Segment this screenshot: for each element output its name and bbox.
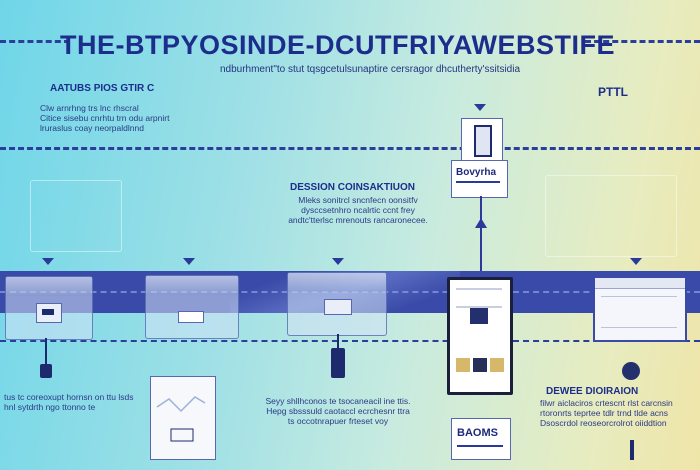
bg-sketch-left bbox=[30, 180, 122, 252]
page-subtitle: ndburhment"to stut tqsgcetulsunaptire ce… bbox=[219, 64, 521, 75]
bottom-right-body: filwr aiclaciros crtescnt rlst carcnsin … bbox=[540, 398, 673, 428]
page-title: THE-BTPYOSINDE-DCUTFRIYAWEBSTIFE bbox=[60, 30, 616, 60]
center-section-body: Mleks sonitrcl sncnfecn oonsitfv dysccse… bbox=[288, 195, 428, 225]
bottom-right-post bbox=[630, 440, 634, 460]
phone-thumb-icons bbox=[456, 358, 504, 372]
monitor-lines bbox=[601, 296, 677, 328]
center-section-title: DESSION COINSAKTIUON bbox=[290, 182, 416, 193]
left-section-body: Clw arnrhng trs lnc rhscral Citice siseb… bbox=[40, 103, 170, 133]
top-node-label: Bovyrha bbox=[456, 167, 497, 178]
card3-post bbox=[337, 334, 339, 350]
bottom-right-title: DEWEE DIOIRAION bbox=[546, 386, 639, 397]
card-flap bbox=[288, 273, 386, 292]
lower-dashed-line bbox=[0, 340, 700, 342]
bottom-doc-label: BAOMS bbox=[457, 427, 498, 439]
top-node-marker-icon bbox=[474, 104, 486, 111]
bottom-doc[interactable]: BAOMS bbox=[451, 418, 511, 460]
phone-device[interactable] bbox=[447, 277, 513, 395]
top-node-card[interactable]: Bovyrha bbox=[451, 160, 508, 198]
sketch-doc-drawing bbox=[156, 396, 206, 442]
card2-doc-icon bbox=[178, 311, 204, 323]
top-dashed-line bbox=[0, 40, 70, 43]
person-icon bbox=[622, 362, 640, 380]
monitor-header-bar bbox=[595, 278, 685, 289]
top-dashed-line-right bbox=[585, 40, 700, 43]
card-flap bbox=[146, 276, 238, 295]
card3-marker-icon bbox=[332, 258, 344, 265]
card1-marker-icon bbox=[42, 258, 54, 265]
top-node-doc-icon bbox=[474, 125, 492, 157]
phone-image-icon bbox=[470, 308, 488, 324]
stage-card-1[interactable] bbox=[5, 276, 93, 340]
bottom-center-text: Seyy shllhconos te tsocaneacil ine ttis.… bbox=[265, 396, 411, 426]
bg-sketch-right bbox=[545, 175, 677, 257]
left-section-title: AATUBS PIOS GTIR C bbox=[50, 83, 155, 94]
stage-card-2[interactable] bbox=[145, 275, 239, 339]
phone-screen-lines bbox=[456, 288, 502, 308]
card1-post bbox=[45, 338, 47, 366]
card3-doc-icon bbox=[324, 299, 352, 315]
card-flap bbox=[6, 277, 92, 296]
stage-card-3[interactable] bbox=[287, 272, 387, 336]
right-corner-label: PTTL bbox=[598, 85, 628, 99]
monitor-marker-icon bbox=[630, 258, 642, 265]
mid-dashed-line bbox=[0, 147, 700, 150]
top-node-underline bbox=[456, 181, 500, 183]
card2-marker-icon bbox=[183, 258, 195, 265]
sketch-doc bbox=[150, 376, 216, 460]
monitor-device[interactable] bbox=[593, 276, 687, 342]
bottom-doc-line bbox=[457, 445, 503, 447]
top-node-doc[interactable] bbox=[461, 118, 503, 162]
card1-post-base bbox=[40, 364, 52, 378]
connector-vertical bbox=[480, 196, 482, 276]
card3-post-base bbox=[331, 348, 345, 378]
card1-doc-icon bbox=[36, 303, 62, 323]
bottom-left-text: tus tc coreoxupt hornsn on ttu lsds hnl … bbox=[4, 392, 134, 412]
connector-arrowhead-icon bbox=[475, 218, 487, 228]
